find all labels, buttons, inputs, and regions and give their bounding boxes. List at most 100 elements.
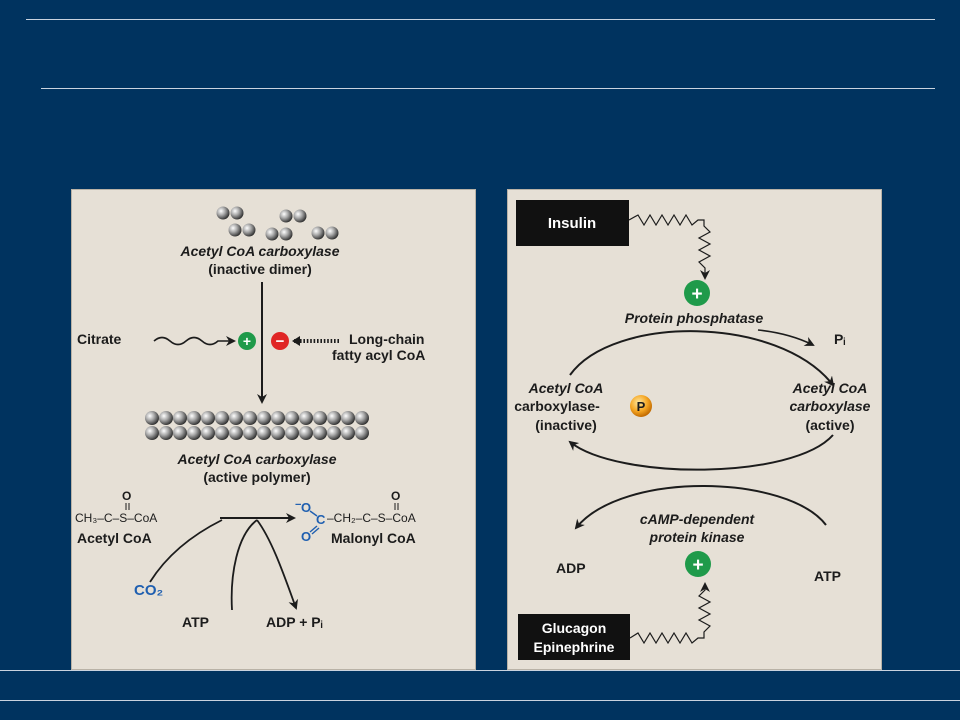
pi-label: Pᵢ	[834, 331, 845, 347]
polymer-subunit	[145, 426, 159, 440]
phosphorylation-arc	[568, 434, 834, 471]
minus-sign: −	[276, 333, 285, 350]
adp-curve	[256, 519, 298, 610]
carboxylate-c: C	[316, 512, 326, 527]
atp-adp-arc	[574, 485, 827, 530]
top-rule-1	[26, 19, 935, 20]
plus-icon	[238, 332, 256, 350]
polymer-subunit	[215, 411, 229, 425]
inactive-dimers	[216, 206, 339, 241]
right-diagram: Insulin + Protein phosphatase Pᵢ Acetyl …	[514, 200, 871, 660]
polymer-subunit	[215, 426, 229, 440]
polymer-subunit	[229, 411, 243, 425]
polymer-subunit	[257, 411, 271, 425]
carboxylate-o2: O	[301, 529, 311, 544]
bottom-rule-1	[0, 670, 960, 671]
polymer-subunit	[313, 411, 327, 425]
glucagon-label: Glucagon	[542, 620, 607, 636]
acetyl-formula: CH₃–C–S–CoA	[75, 511, 157, 525]
adp-label: ADP	[556, 560, 586, 576]
hormone-signal	[629, 582, 712, 645]
plus-top-sign: +	[691, 284, 702, 305]
carboxylate-o1: O	[301, 500, 311, 515]
polymer-subunit	[299, 426, 313, 440]
atp-label: ATP	[814, 568, 841, 584]
active-label-1: Acetyl CoA carboxylase	[177, 451, 337, 467]
kinase-label-1: cAMP-dependent	[640, 511, 756, 527]
polymer-subunit	[271, 411, 285, 425]
polymer-subunit	[145, 411, 159, 425]
phosphatase-label: Protein phosphatase	[625, 310, 764, 326]
kinase-label-2: protein kinase	[649, 529, 745, 545]
malonyl-name: Malonyl CoA	[331, 530, 416, 546]
left-diagram: Acetyl CoA carboxylase (inactive dimer) …	[75, 206, 425, 630]
polymer-subunit	[173, 426, 187, 440]
polymer-subunit	[327, 426, 341, 440]
inactive-label-2: carboxylase-	[514, 398, 600, 414]
allosteric-regulation-panel: Acetyl CoA carboxylase (inactive dimer) …	[71, 189, 476, 670]
polymer-subunit	[201, 411, 215, 425]
insulin-signal	[628, 213, 712, 280]
malonyl-formula: –CH₂–C–S–CoA	[327, 511, 416, 525]
polymer-subunit	[243, 411, 257, 425]
top-rule-2	[41, 88, 935, 89]
atp-curve	[230, 519, 258, 611]
polymer-subunit	[285, 426, 299, 440]
epinephrine-label: Epinephrine	[534, 639, 615, 655]
polymer-subunit	[257, 426, 271, 440]
insulin-box	[516, 200, 629, 246]
plus-bottom-icon	[685, 551, 711, 577]
plus-top-icon	[684, 280, 710, 306]
plus-sign: +	[243, 333, 251, 349]
bottom-rule-2	[0, 700, 960, 701]
polymer-subunit	[327, 411, 341, 425]
insulin-label: Insulin	[548, 215, 596, 232]
inhibitor-label-1: Long-chain	[349, 331, 424, 347]
acetyl-name: Acetyl CoA	[77, 530, 152, 546]
phosphate-label: P	[637, 399, 646, 414]
carboxylate-charge: −	[295, 499, 301, 511]
inactive-label-2: (inactive dimer)	[208, 261, 311, 277]
co2-label: CO₂	[134, 582, 163, 599]
plus-bottom-sign: +	[692, 555, 703, 576]
inactive-label-3: (inactive)	[535, 417, 596, 433]
polymer-subunit	[313, 426, 327, 440]
polymer-subunit	[173, 411, 187, 425]
acetyl-carbonyl-o: O	[122, 489, 131, 503]
inhibitor-arrowhead	[292, 336, 300, 346]
citrate-label: Citrate	[77, 331, 122, 347]
inhibitor-label-2: fatty acyl CoA	[332, 347, 425, 363]
polymer-subunit	[299, 411, 313, 425]
phosphate-icon	[630, 395, 652, 417]
polymer-subunit	[355, 411, 369, 425]
inactive-label-1: Acetyl CoA carboxylase	[180, 243, 340, 259]
citrate-arrow	[153, 336, 236, 346]
dephosphorylation-arc	[569, 330, 835, 387]
atp-label: ATP	[182, 614, 209, 630]
polymer-subunit	[187, 426, 201, 440]
active-label-2: carboxylase	[790, 398, 871, 414]
polymer-subunit	[159, 411, 173, 425]
pi-release-arrow	[757, 329, 815, 346]
polymer-subunit	[341, 411, 355, 425]
polymer-subunit	[229, 426, 243, 440]
inactive-label-1: Acetyl CoA	[528, 380, 604, 396]
polymer-subunit	[243, 426, 257, 440]
minus-icon	[271, 332, 289, 350]
hormone-box	[518, 614, 630, 660]
co2-curve	[149, 519, 223, 583]
polymer-subunit	[355, 426, 369, 440]
adp-label: ADP + Pᵢ	[266, 614, 323, 630]
polymer-subunit	[159, 426, 173, 440]
active-label-3: (active)	[805, 417, 854, 433]
polymer-subunit	[271, 426, 285, 440]
active-polymer	[145, 411, 369, 440]
malonyl-carbonyl-o: O	[391, 489, 400, 503]
polymer-subunit	[201, 426, 215, 440]
polymer-subunit	[341, 426, 355, 440]
polymer-subunit	[285, 411, 299, 425]
active-label-2: (active polymer)	[203, 469, 310, 485]
covalent-regulation-panel: Insulin + Protein phosphatase Pᵢ Acetyl …	[507, 189, 882, 670]
polymer-subunit	[187, 411, 201, 425]
active-label-1: Acetyl CoA	[792, 380, 868, 396]
